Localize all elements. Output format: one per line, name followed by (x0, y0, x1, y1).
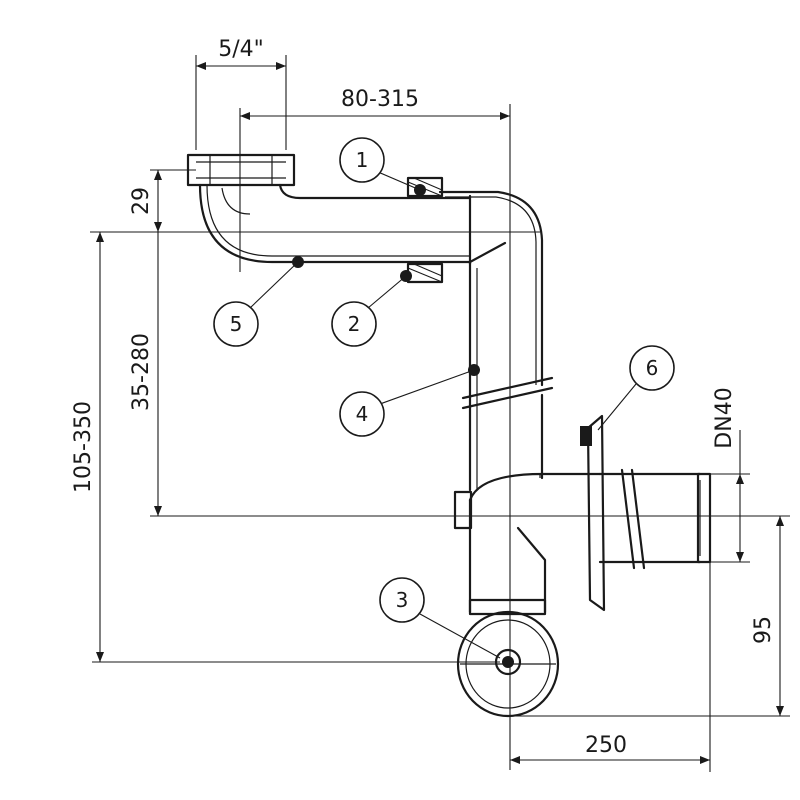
thread-nut (186, 153, 296, 187)
lower-elbow (453, 468, 712, 616)
dim-outlet-label: DN40 (712, 387, 737, 448)
callout-4: 4 (339, 364, 480, 437)
dim-total-height-label: 105-350 (71, 401, 96, 493)
callout-4-label: 4 (356, 402, 369, 426)
union-nut-lower (406, 262, 444, 284)
upper-pipe (198, 183, 544, 387)
dim-horizontal-label: 80-315 (341, 87, 419, 112)
vertical-pipe (461, 260, 554, 492)
callout-5-label: 5 (230, 312, 243, 336)
dimension-lines (90, 55, 790, 772)
callout-6-label: 6 (646, 356, 659, 380)
callout-6: 6 (597, 345, 675, 431)
dim-top-height-label: 29 (129, 187, 154, 215)
callout-2-label: 2 (348, 312, 361, 336)
callout-2: 2 (331, 270, 412, 347)
trap-bowl (456, 610, 560, 718)
callout-3: 3 (379, 577, 501, 659)
callout-3-label: 3 (396, 588, 409, 612)
callout-1-label: 1 (356, 148, 369, 172)
dim-upper-vertical-label: 35-280 (129, 333, 154, 411)
dim-thread-label: 5/4" (218, 37, 264, 62)
callout-1: 1 (339, 137, 426, 196)
wall-rosette (580, 414, 606, 612)
callout-5: 5 (213, 256, 304, 347)
dim-width-label: 250 (585, 733, 627, 758)
dim-bottom-height-label: 95 (751, 616, 776, 644)
